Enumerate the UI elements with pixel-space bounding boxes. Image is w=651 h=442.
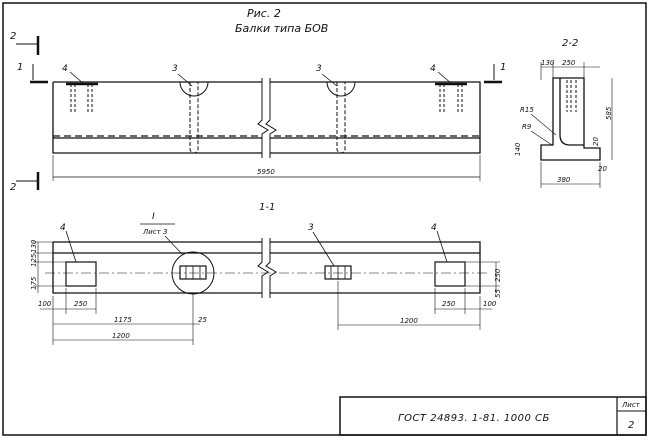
plan-dim-175: 175 [30, 276, 38, 290]
figure-title: Балки типа БОВ [235, 22, 328, 35]
plan-callout-4-left: 4 [60, 223, 66, 233]
stamp-sheet-number: 2 [628, 420, 634, 431]
plan-dim-125: 125 [30, 253, 38, 267]
detail-ref-number: I [152, 212, 155, 222]
figure-number: Рис. 2 [247, 7, 281, 20]
stamp-code: ГОСТ 24893. 1-81. 1000 СБ [398, 413, 550, 424]
lifting-loop-left [179, 81, 209, 154]
dim-5950: 5950 [257, 168, 275, 176]
section-dim-130: 130 [541, 59, 555, 67]
beam-plan: 1-1 I Лист 3 4 3 4 [30, 202, 502, 345]
plan-dim-250-vertical: 250 [494, 268, 502, 282]
beam-outline-right [270, 81, 481, 154]
section-dim-r15: R15 [520, 106, 534, 114]
section-mark-2-top: 2 [10, 31, 16, 42]
section-dim-250: 250 [562, 59, 576, 67]
anchor-plate-right [435, 82, 467, 113]
plan-dim-1200-left: 1200 [112, 332, 130, 340]
callout-4-left: 4 [62, 64, 68, 74]
plan-dim-55: 55 [494, 289, 502, 298]
callout-3-left: 3 [172, 64, 178, 74]
title-block: ГОСТ 24893. 1-81. 1000 СБ Лист 2 [339, 396, 647, 436]
section-title: 2-2 [562, 38, 578, 49]
anchor-plate-left [66, 82, 98, 113]
plan-outline-right [270, 241, 481, 294]
stamp-sheet-label: Лист [621, 401, 641, 409]
section-profile [540, 77, 601, 161]
plan-dim-130: 130 [30, 239, 38, 253]
section-dim-r9: R9 [522, 123, 532, 131]
lifting-loop-right [326, 81, 356, 154]
section-mark-2-bottom: 2 [10, 182, 16, 193]
plan-dim-100-right: 100 [483, 300, 497, 308]
beam-outline-left [52, 81, 262, 154]
section-dim-585: 585 [605, 106, 613, 120]
plan-dim-250-right: 250 [442, 300, 456, 308]
plan-plate-right [434, 261, 466, 287]
callout-3-right: 3 [316, 64, 322, 74]
plan-break-line [257, 238, 277, 298]
section-dim-140: 140 [514, 142, 522, 156]
plan-dim-1200-right: 1200 [400, 317, 418, 325]
detail-ref-sheet: Лист 3 [142, 228, 167, 236]
plan-plate-left [65, 261, 97, 287]
callout-leader-4-left [69, 71, 85, 85]
section-dim-20-top: 20 [592, 137, 600, 146]
plan-callout-4-right: 4 [431, 223, 437, 233]
section-dim-380: 380 [557, 176, 571, 184]
plan-dim-250-left: 250 [74, 300, 88, 308]
callout-leader-4-right [437, 71, 453, 85]
section-dim-20-bottom: 20 [598, 165, 607, 173]
beam-elevation: 2 1 1 2 [10, 31, 506, 193]
callout-leader-3-right [321, 73, 338, 87]
plan-outline-left [52, 241, 262, 294]
section-mark-1-right: 1 [500, 62, 506, 73]
section-mark-1-left: 1 [17, 62, 23, 73]
callout-4-right: 4 [430, 64, 436, 74]
cross-section-2-2: 2-2 130 250 585 R15 R9 140 20 20 380 [514, 38, 613, 188]
plan-callout-3: 3 [308, 223, 314, 233]
plan-dim-1175: 1175 [114, 316, 132, 324]
plan-view-title: 1-1 [259, 202, 275, 213]
plan-dim-25: 25 [198, 316, 207, 324]
break-line [257, 78, 277, 158]
plan-dim-100-left: 100 [38, 300, 52, 308]
sheet-frame [2, 2, 647, 436]
callout-leader-3-left [177, 73, 193, 87]
